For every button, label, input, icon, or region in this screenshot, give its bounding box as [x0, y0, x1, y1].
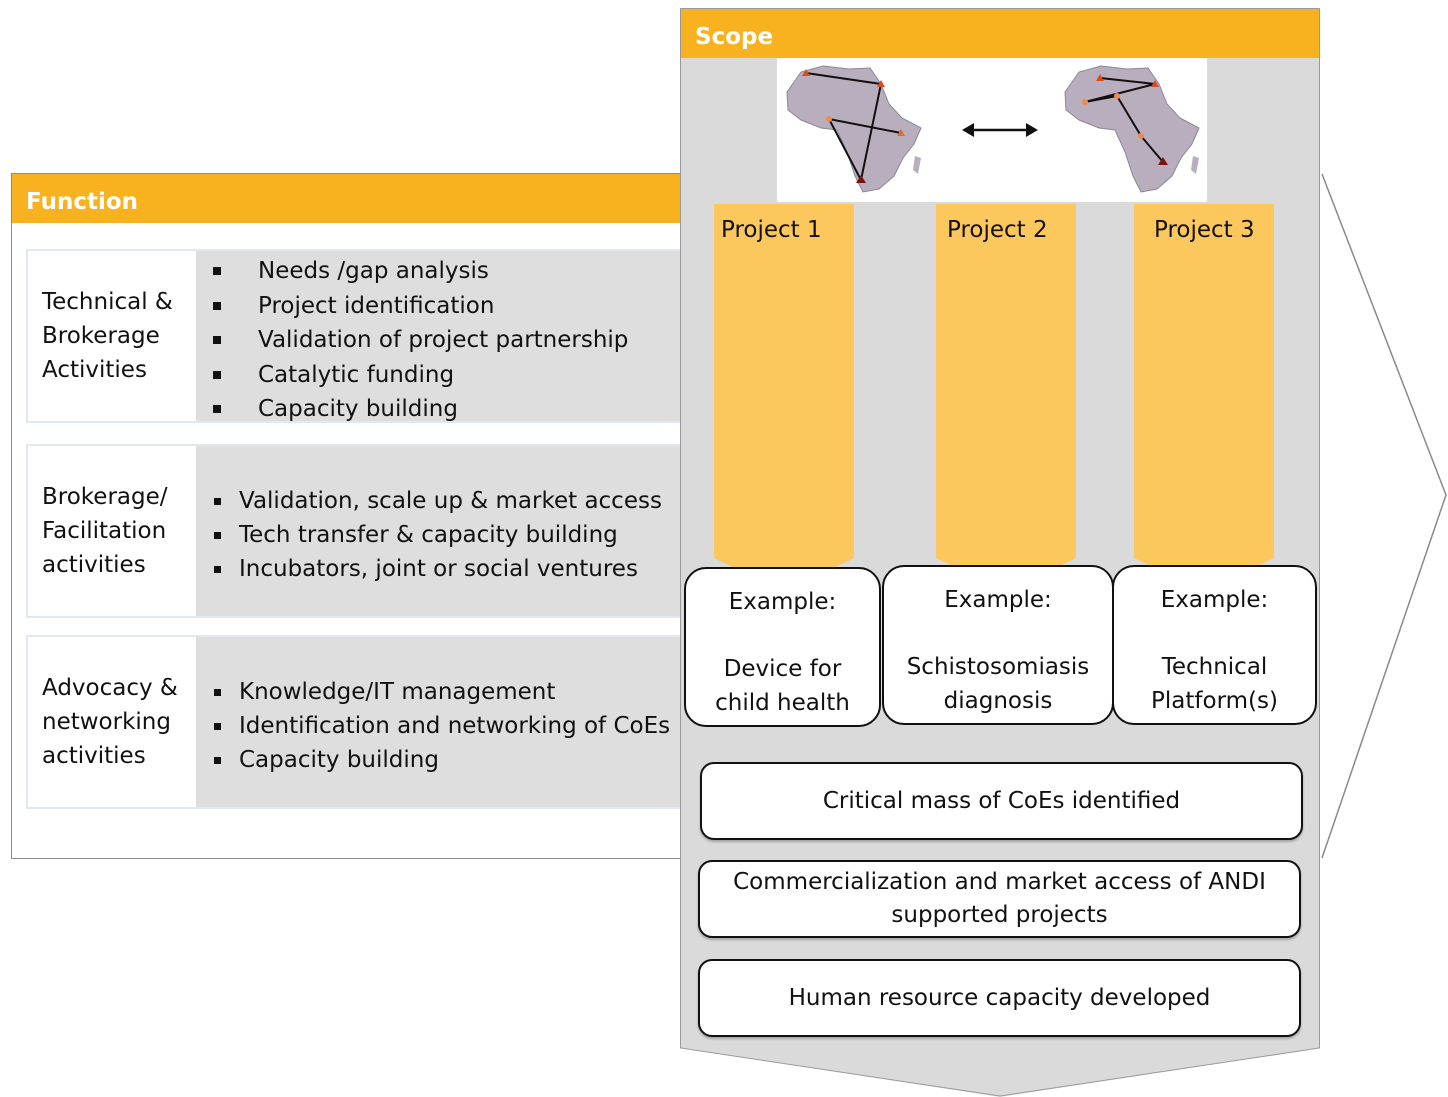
function-item-list: Needs /gap analysis Project identificati…: [196, 251, 704, 422]
project-2-arrow: [936, 204, 1076, 592]
function-row-advocacy: Advocacy & networking activities Knowled…: [26, 635, 706, 809]
function-item: Identification and networking of CoEs: [196, 709, 704, 743]
example-text: Schistosomiasis diagnosis: [906, 654, 1090, 714]
function-header: Function: [12, 174, 710, 223]
function-item: Knowledge/IT management: [196, 675, 704, 709]
scope-panel-outline: [680, 8, 1320, 1097]
function-row-label: Brokerage/ Facilitation activities: [28, 446, 196, 616]
function-item: Validation of project partnership: [196, 323, 704, 358]
africa-maps: [777, 58, 1207, 202]
example-box-project-2: Example: Schistosomiasis diagnosis: [882, 565, 1114, 725]
example-box-project-3: Example: Technical Platform(s): [1112, 565, 1317, 725]
example-box-project-1: Example: Device for child health: [684, 567, 881, 727]
connector-chevron: [1321, 173, 1447, 859]
result-box-commercialization: Commercialization and market access of A…: [698, 860, 1301, 938]
africa-map-icon: [786, 65, 922, 193]
result-box-human-resources: Human resource capacity developed: [698, 959, 1301, 1037]
scope-header: Scope: [681, 9, 1319, 58]
function-item-list: Validation, scale up & market access Tec…: [196, 446, 704, 616]
function-item: Project identification: [196, 289, 704, 324]
function-item: Needs /gap analysis: [196, 254, 704, 289]
function-row-label: Technical & Brokerage Activities: [28, 251, 196, 421]
function-item: Capacity building: [196, 743, 704, 777]
function-item: Catalytic funding: [196, 358, 704, 393]
project-1-label: Project 1: [721, 217, 822, 243]
project-3-arrow: [1134, 204, 1274, 592]
example-heading: Example:: [728, 589, 837, 615]
project-2-label: Project 2: [947, 217, 1048, 243]
example-heading: Example:: [944, 587, 1052, 613]
function-row-technical: Technical & Brokerage Activities Needs /…: [26, 249, 706, 423]
function-item: Incubators, joint or social ventures: [196, 552, 704, 586]
result-box-critical-mass: Critical mass of CoEs identified: [700, 762, 1303, 840]
function-panel: Function Technical & Brokerage Activitie…: [11, 173, 711, 859]
double-arrow-icon: [962, 123, 1038, 137]
function-item: Tech transfer & capacity building: [196, 518, 704, 552]
function-item: Capacity building: [196, 392, 704, 427]
function-item-list: Knowledge/IT management Identification a…: [196, 637, 704, 807]
africa-map-icon: [1064, 65, 1200, 193]
example-heading: Example:: [1160, 587, 1269, 613]
project-3-label: Project 3: [1154, 217, 1255, 243]
project-1-arrow: [714, 204, 854, 592]
function-row-label: Advocacy & networking activities: [28, 637, 196, 807]
example-text: Device for child health: [715, 656, 850, 716]
function-row-brokerage: Brokerage/ Facilitation activities Valid…: [26, 444, 706, 618]
function-item: Validation, scale up & market access: [196, 484, 704, 518]
example-text: Technical Platform(s): [1151, 654, 1278, 714]
